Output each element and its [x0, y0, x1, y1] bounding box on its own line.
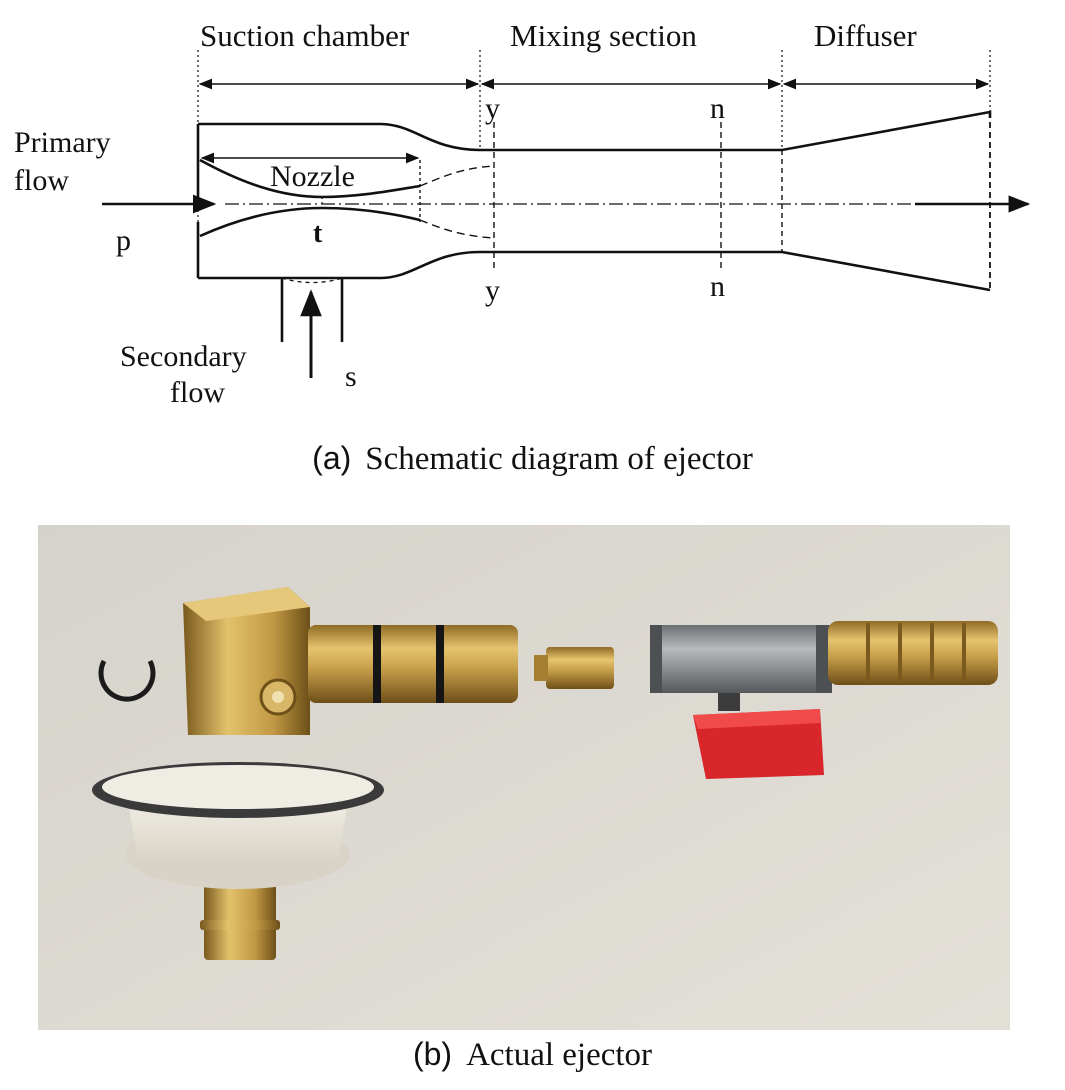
actual-ejector-photo — [38, 525, 1010, 1030]
section-n-bottom-label: n — [710, 270, 725, 303]
nozzle-exit-lines — [419, 160, 495, 239]
primary-flow-label-line2: flow — [14, 164, 69, 197]
caption-b: (b) Actual ejector — [0, 1036, 1065, 1074]
ejector-body-outline — [196, 110, 992, 292]
nozzle-body-tube — [308, 625, 518, 703]
secondary-flow-label-line1: Secondary — [120, 340, 247, 373]
retaining-clip — [98, 659, 156, 702]
suction-chamber-label: Suction chamber — [200, 18, 410, 53]
caption-a-tag: (a) — [312, 440, 352, 476]
caption-a-text: Schematic diagram of ejector — [365, 441, 753, 477]
hose-barb-ribs — [866, 623, 966, 683]
caption-b-tag: (b) — [412, 1036, 453, 1072]
diffuser-label: Diffuser — [814, 18, 917, 53]
primary-flow-label-line1: Primary — [14, 126, 111, 159]
secondary-flow-label-line2: flow — [170, 376, 225, 409]
caption-a: (a) Schematic diagram of ejector — [0, 440, 1065, 478]
throat-label: t — [313, 218, 323, 249]
section-n-top-label: n — [710, 92, 725, 125]
mixing-section-label: Mixing section — [510, 18, 697, 53]
nozzle-tip — [546, 647, 614, 689]
valve-body — [650, 625, 828, 693]
primary-inlet-label: p — [116, 224, 131, 257]
hose-barb — [828, 621, 998, 685]
ejector-schematic: Suction chamber Mixing section Diffuser … — [14, 18, 1031, 409]
section-y-top-label: y — [485, 92, 500, 125]
caption-b-text: Actual ejector — [466, 1037, 653, 1073]
nozzle-label: Nozzle — [270, 160, 355, 193]
secondary-inlet-label: s — [345, 360, 357, 393]
section-y-bottom-label: y — [485, 274, 500, 307]
secondary-inlet-port — [280, 278, 344, 342]
